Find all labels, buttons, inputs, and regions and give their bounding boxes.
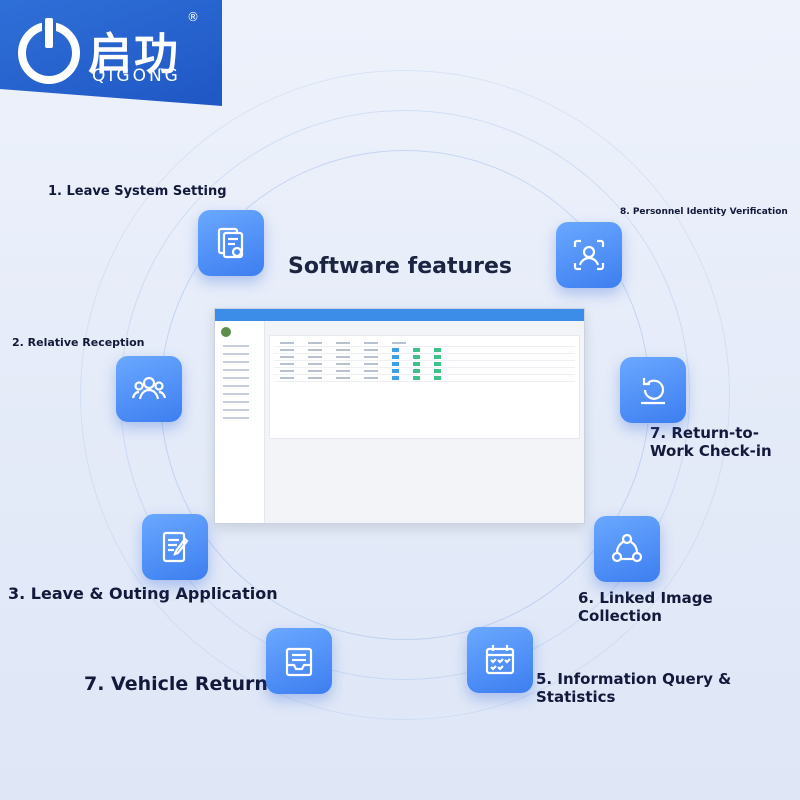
- screenshot-main: [269, 325, 580, 519]
- feature-label-return-to-work: 7. Return-to-Work Check-in: [650, 424, 772, 460]
- share-nodes-icon: [594, 516, 660, 582]
- table-row: [274, 354, 575, 361]
- calendar-check-icon: [467, 627, 533, 693]
- brand-name-en: QIGONG: [92, 66, 181, 86]
- screenshot-table: [269, 335, 580, 439]
- page-title: Software features: [287, 254, 513, 279]
- registered-mark: ®: [187, 10, 199, 24]
- software-screenshot: [214, 308, 585, 524]
- return-arrow-icon: [620, 357, 686, 423]
- feature-label-linked-image: 6. Linked Image Collection: [578, 589, 713, 625]
- form-pen-icon: [142, 514, 208, 580]
- table-row: [274, 340, 575, 347]
- feature-label-leave-system: 1. Leave System Setting: [48, 184, 227, 199]
- feature-label-relative-reception: 2. Relative Reception: [12, 336, 145, 349]
- table-row: [274, 347, 575, 354]
- brand-name-cn: 启功: [88, 29, 180, 80]
- table-row: [274, 375, 575, 382]
- brand-logo: 启功 ® QIGONG: [0, 0, 222, 106]
- feature-label-leave-outing: 3. Leave & Outing Application: [8, 584, 278, 603]
- screenshot-titlebar: [215, 309, 584, 321]
- documents-gear-icon: [198, 210, 264, 276]
- feature-label-information-query: 5. Information Query & Statistics: [536, 670, 732, 706]
- feature-label-identity-verification: 8. Personnel Identity Verification: [620, 207, 788, 217]
- feature-label-vehicle-return: 7. Vehicle Return: [84, 673, 268, 695]
- people-group-icon: [116, 356, 182, 422]
- power-stem-icon: [45, 18, 53, 48]
- screenshot-menu: [215, 345, 264, 419]
- avatar: [221, 327, 231, 337]
- tray-document-icon: [266, 628, 332, 694]
- table-row: [274, 368, 575, 375]
- decor-ring-outer: [80, 70, 730, 720]
- face-scan-icon: [556, 222, 622, 288]
- screenshot-sidebar: [215, 321, 265, 523]
- table-row: [274, 361, 575, 368]
